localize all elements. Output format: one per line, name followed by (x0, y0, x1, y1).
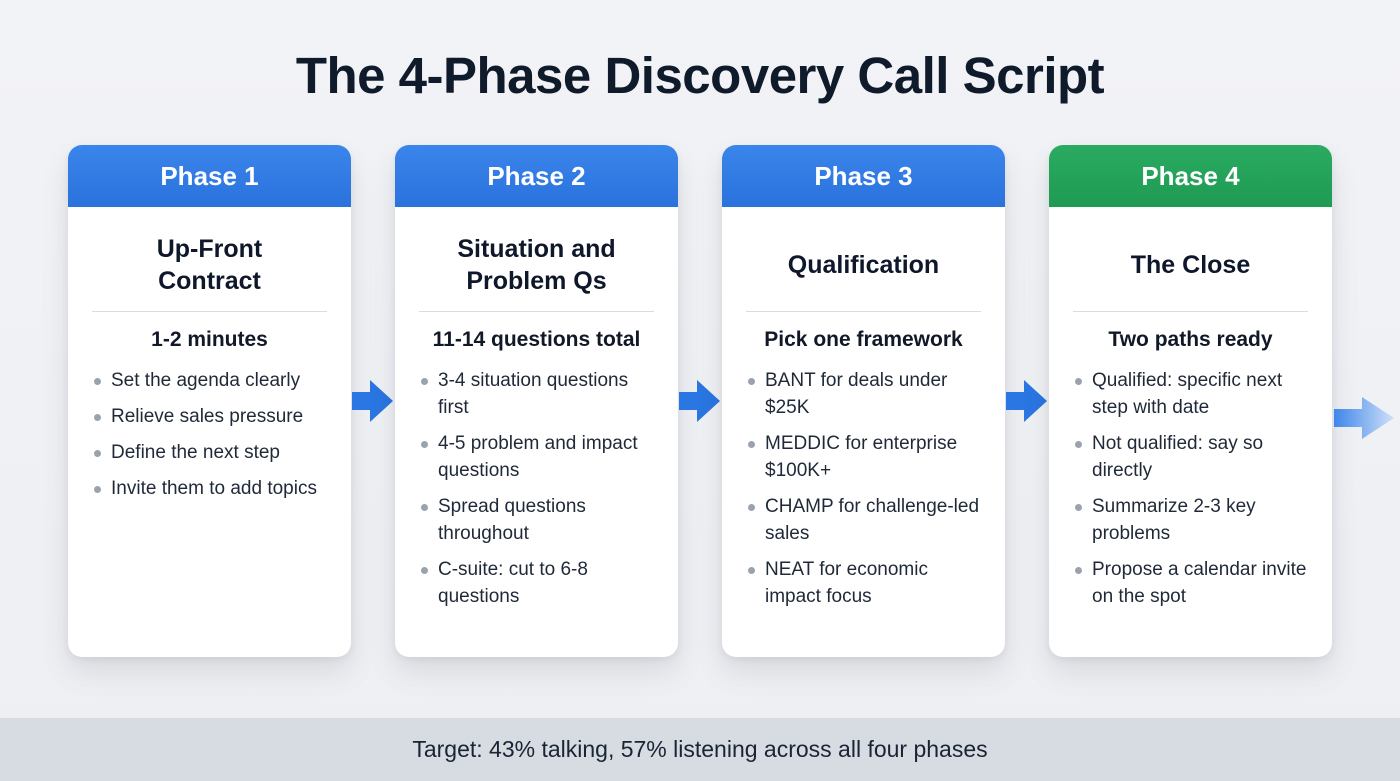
bullet-dot-icon (421, 503, 428, 511)
list-item-text: Define the next step (111, 441, 280, 463)
arrow-right-faded-icon (1334, 397, 1394, 439)
list-item: CHAMP for challenge-led sales (744, 494, 983, 548)
list-item: MEDDIC for enterprise $100K+ (744, 431, 983, 485)
phase-3-subtitle: Pick one framework (764, 328, 963, 351)
bullet-dot-icon (94, 378, 101, 385)
list-item: Spread questions throughout (417, 494, 656, 548)
card-divider (746, 311, 981, 312)
list-item-text: 4-5 problem and impact questions (438, 432, 638, 481)
phase-1-bullet-list: Set the agenda clearly Relieve sales pre… (90, 368, 329, 503)
list-item-text: Qualified: specific next step with date (1092, 370, 1283, 418)
list-item-text: CHAMP for challenge-led sales (765, 495, 980, 544)
list-item: 4-5 problem and impact questions (417, 431, 656, 485)
phase-4-body: The Close Two paths ready Qualified: spe… (1049, 207, 1332, 657)
bullet-dot-icon (421, 440, 428, 448)
list-item: Define the next step (90, 440, 329, 467)
list-item-text: 3-4 situation questions first (438, 370, 629, 418)
bullet-dot-icon (94, 485, 101, 493)
list-item-text: MEDDIC for enterprise $100K+ (765, 432, 958, 481)
phase-1-title-text: Up-Front Contract (156, 234, 263, 296)
bullet-dot-icon (421, 378, 428, 385)
phase-1-title: Up-Front Contract (90, 221, 329, 309)
list-item: Summarize 2-3 key problems (1071, 494, 1310, 548)
phase-2-label: Phase 2 (487, 160, 586, 191)
bullet-dot-icon (94, 449, 101, 457)
footer-band: Target: 43% talking, 57% listening acros… (0, 718, 1400, 781)
phase-1-header: Phase 1 (68, 145, 351, 207)
list-item: C-suite: cut to 6-8 questions (417, 557, 656, 611)
list-item-text: C-suite: cut to 6-8 questions (438, 558, 588, 607)
phase-3-title-text: Qualification (787, 250, 940, 279)
bullet-dot-icon (748, 440, 755, 448)
phase-2-body: Situation and Problem Qs 11-14 questions… (395, 207, 678, 657)
arrow-right-icon (352, 380, 393, 422)
phase-4-header: Phase 4 (1049, 145, 1332, 207)
phase-4-bullet-list: Qualified: specific next step with date … (1071, 368, 1310, 611)
phase-card-3: Phase 3 Qualification Pick one framework… (722, 145, 1005, 657)
list-item-text: Spread questions throughout (438, 495, 586, 544)
phase-2-subtitle: 11-14 questions total (432, 328, 641, 351)
list-item-text: Propose a calendar invite on the spot (1092, 558, 1307, 607)
edge-arrow-wrapper (1334, 396, 1396, 445)
phase-3-label: Phase 3 (814, 160, 913, 191)
bullet-dot-icon (748, 503, 755, 511)
phase-1-body: Up-Front Contract 1-2 minutes Set the ag… (68, 207, 351, 657)
list-item-text: BANT for deals under $25K (765, 370, 948, 418)
footer-text: Target: 43% talking, 57% listening acros… (412, 736, 988, 762)
phase-3-header: Phase 3 (722, 145, 1005, 207)
phase-2-header: Phase 2 (395, 145, 678, 207)
phase-4-title-text: The Close (1130, 250, 1251, 279)
page-title: The 4-Phase Discovery Call Script (295, 47, 1105, 104)
card-divider (419, 311, 654, 312)
list-item-text: Set the agenda clearly (111, 370, 301, 391)
arrow-right-icon (1006, 380, 1047, 422)
bullet-dot-icon (94, 413, 101, 421)
phase-1-label: Phase 1 (160, 160, 259, 191)
phase-3-bullet-list: BANT for deals under $25K MEDDIC for ent… (744, 368, 983, 611)
list-item: Qualified: specific next step with date (1071, 368, 1310, 422)
phase-4-title: The Close (1071, 221, 1310, 309)
phase-3-body: Qualification Pick one framework BANT fo… (722, 207, 1005, 657)
phase-card-1: Phase 1 Up-Front Contract 1-2 minutes Se… (68, 145, 351, 657)
bullet-dot-icon (748, 378, 755, 385)
list-item-text: Summarize 2-3 key problems (1092, 495, 1256, 544)
phase-3-title: Qualification (744, 221, 983, 309)
bullet-dot-icon (1075, 503, 1082, 511)
arrow-connector-3 (1005, 145, 1049, 657)
phase-card-2: Phase 2 Situation and Problem Qs 11-14 q… (395, 145, 678, 657)
bullet-dot-icon (421, 566, 428, 574)
bullet-dot-icon (1075, 440, 1082, 448)
list-item-text: Relieve sales pressure (111, 405, 304, 427)
phase-4-label: Phase 4 (1141, 160, 1240, 191)
phase-2-title: Situation and Problem Qs (417, 221, 656, 309)
card-divider (92, 311, 327, 312)
list-item-text: NEAT for economic impact focus (765, 558, 928, 607)
arrow-connector-2 (678, 145, 722, 657)
list-item-text: Not qualified: say so directly (1092, 432, 1264, 481)
bullet-dot-icon (1075, 566, 1082, 574)
list-item-text: Invite them to add topics (111, 477, 317, 499)
phase-card-4: Phase 4 The Close Two paths ready Qualif… (1049, 145, 1332, 657)
arrow-connector-1 (351, 145, 395, 657)
bullet-dot-icon (1075, 378, 1082, 385)
list-item: BANT for deals under $25K (744, 368, 983, 422)
list-item: Relieve sales pressure (90, 404, 329, 431)
card-divider (1073, 311, 1308, 312)
phase-1-subtitle: 1-2 minutes (151, 328, 268, 351)
phase-2-bullet-list: 3-4 situation questions first 4-5 proble… (417, 368, 656, 611)
list-item: 3-4 situation questions first (417, 368, 656, 422)
list-item: Propose a calendar invite on the spot (1071, 557, 1310, 611)
list-item: Not qualified: say so directly (1071, 431, 1310, 485)
bullet-dot-icon (748, 566, 755, 574)
phase-board: Phase 1 Up-Front Contract 1-2 minutes Se… (0, 145, 1400, 657)
list-item: Set the agenda clearly (90, 368, 329, 395)
phase-4-subtitle: Two paths ready (1108, 328, 1273, 351)
arrow-right-icon (679, 380, 720, 422)
phase-2-title-text: Situation and Problem Qs (457, 234, 616, 296)
list-item: Invite them to add topics (90, 476, 329, 503)
list-item: NEAT for economic impact focus (744, 557, 983, 611)
